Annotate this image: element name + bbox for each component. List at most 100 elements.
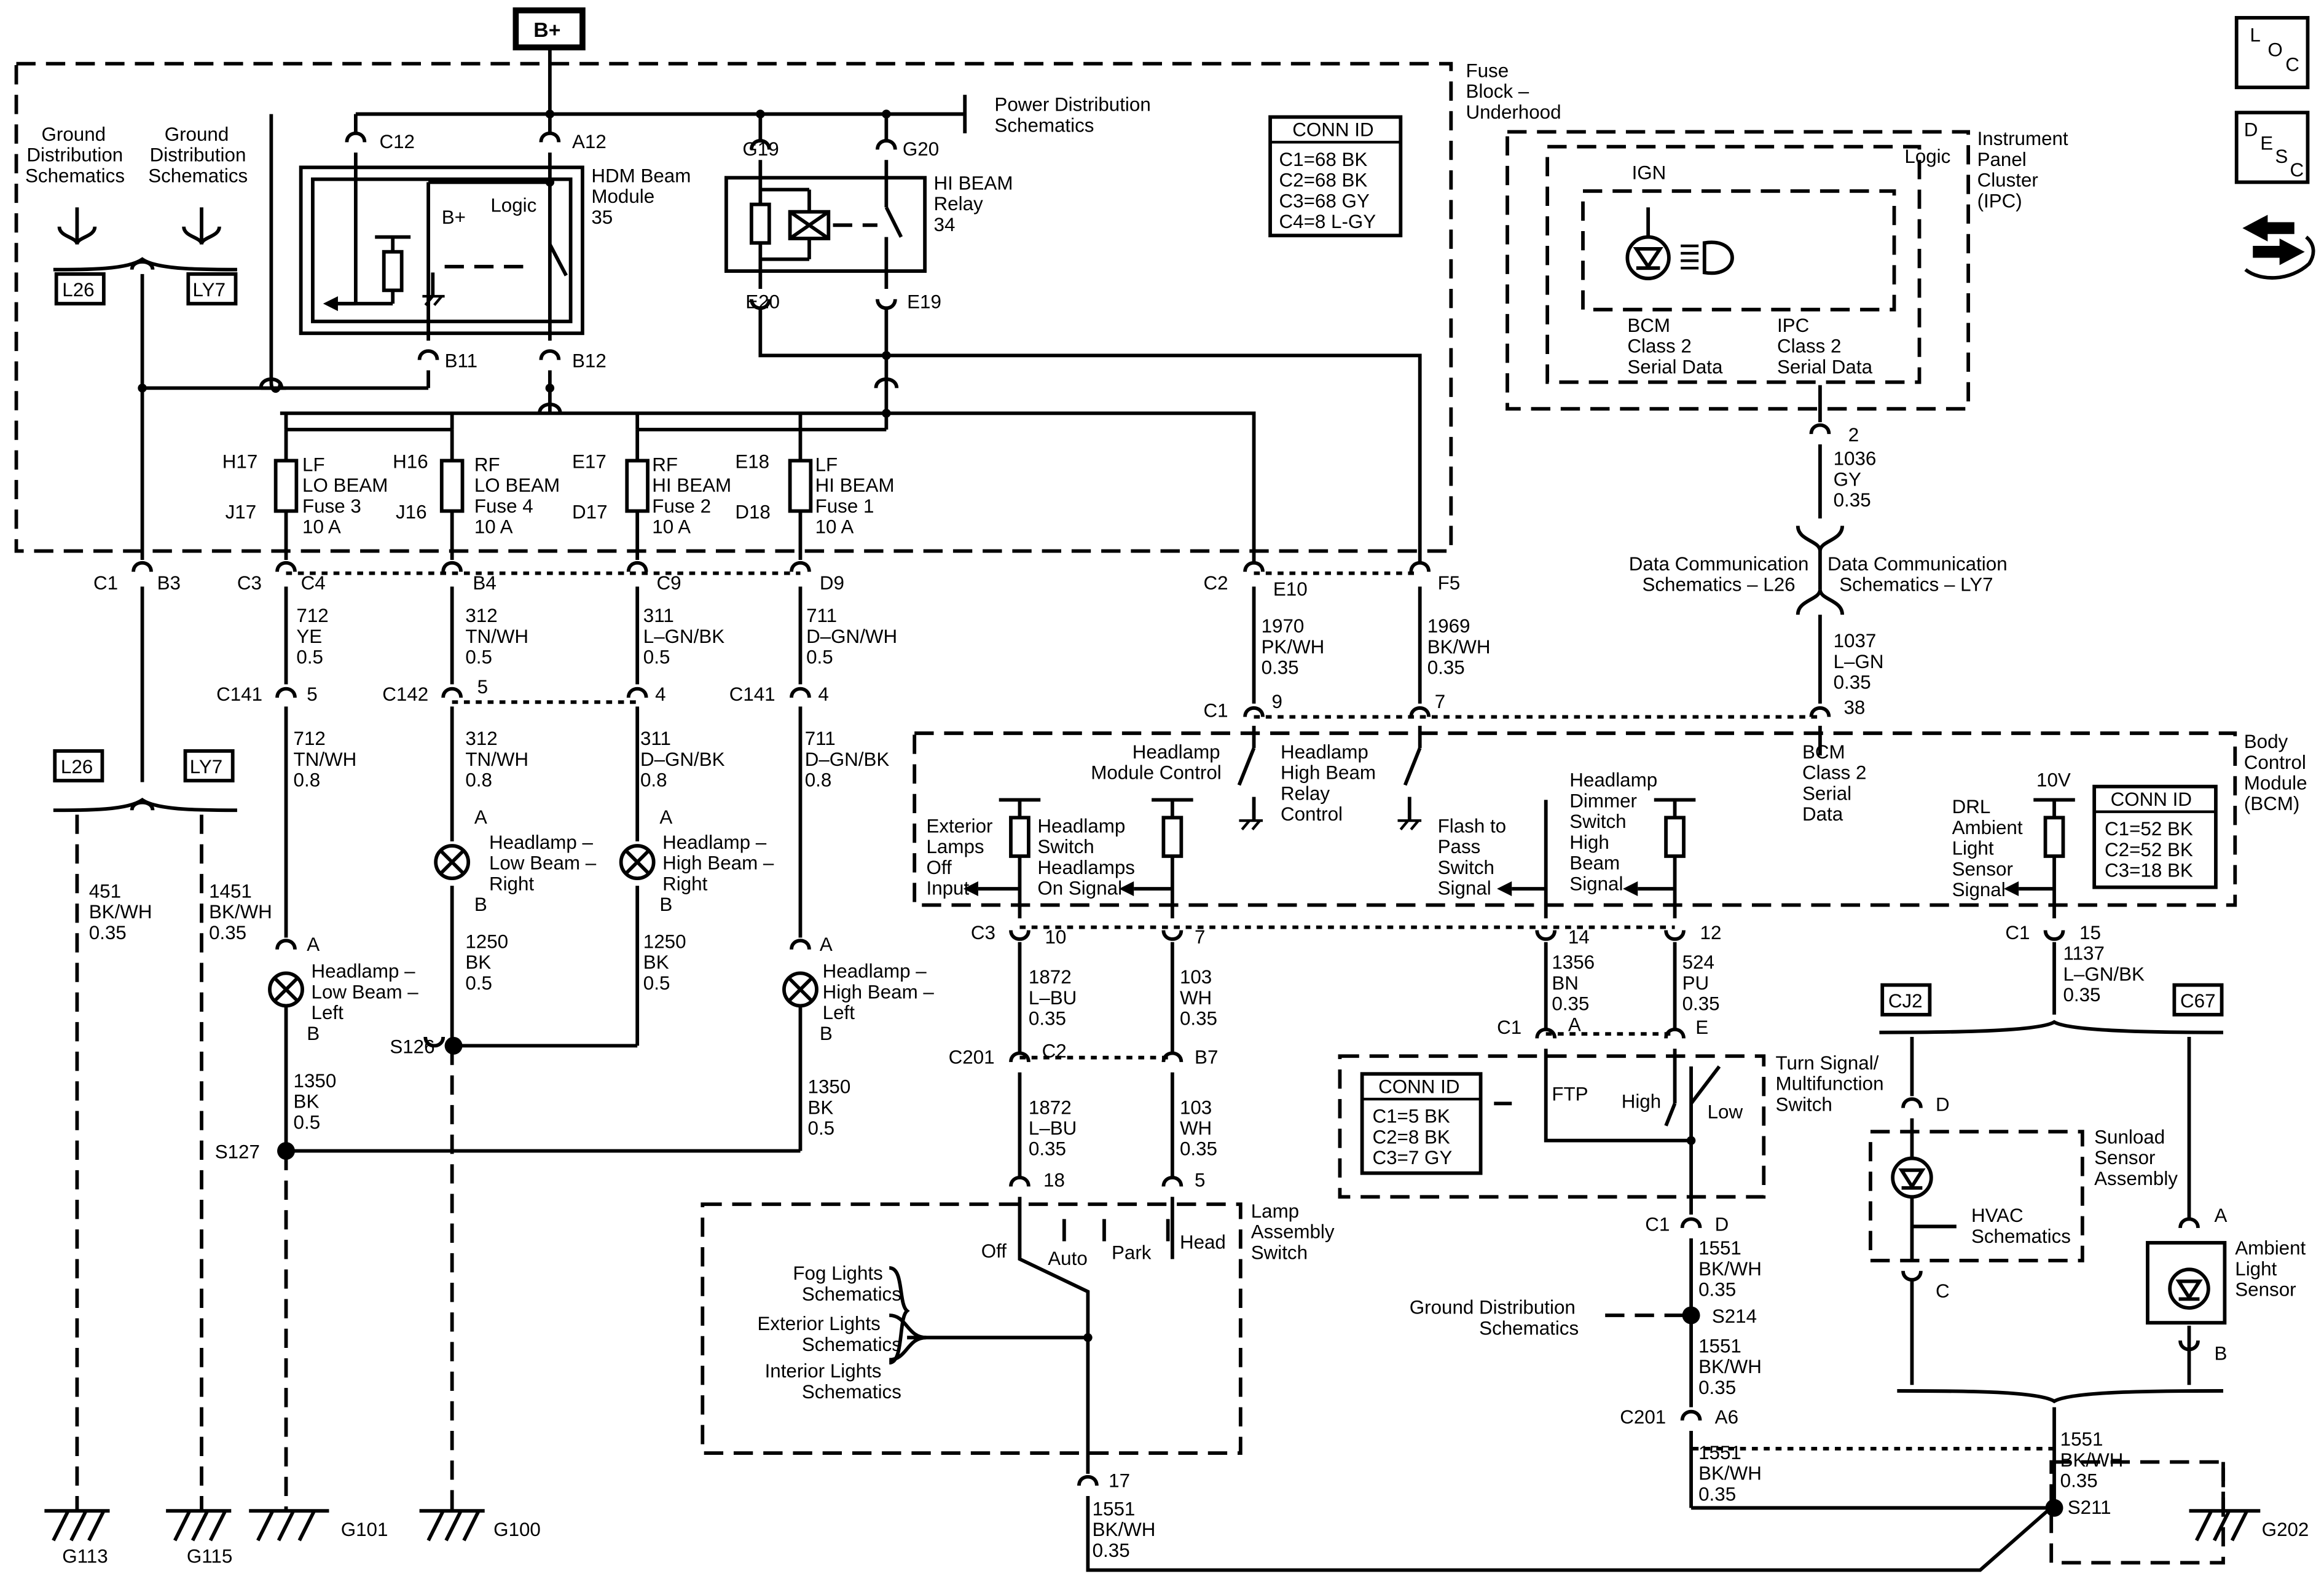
diagram-label: Module <box>2244 773 2307 794</box>
diagram-label: L26 <box>62 279 94 301</box>
diagram-label: Data Communication <box>1827 553 2008 575</box>
diagram-label: 0.35 <box>1698 1377 1736 1398</box>
lamp-bulb-icon <box>268 971 304 1008</box>
diagram-label: 0.8 <box>294 770 321 791</box>
diagram-label: 0.35 <box>1427 657 1465 679</box>
ipc-outline <box>1505 130 1971 411</box>
diagram-label: C141 <box>729 683 775 705</box>
diagram-label: Headlamp – <box>823 961 927 982</box>
hdm-module-outer <box>299 165 584 336</box>
diagram-label: Fuse 3 <box>302 495 361 517</box>
diagram-label: A <box>1568 1014 1581 1035</box>
diagram-label: D <box>2244 119 2258 141</box>
diagram-label: 0.5 <box>294 1111 321 1133</box>
diagram-label: Pass <box>1438 836 1481 857</box>
diagram-label: 0.35 <box>1834 489 1871 511</box>
diagram-label: 0.35 <box>1029 1008 1066 1030</box>
loc-box[interactable] <box>2234 16 2310 90</box>
diagram-label: 7 <box>1195 926 1205 948</box>
diagram-label: Lamps <box>926 836 984 857</box>
wrench-arrows-icon[interactable] <box>2242 215 2315 280</box>
diagram-label: Left <box>823 1002 855 1023</box>
diagram-label: G115 <box>187 1546 232 1567</box>
diagram-label: Low <box>1708 1101 1743 1123</box>
ground-icon <box>249 1509 329 1542</box>
diagram-label: 0.5 <box>643 647 670 668</box>
diagram-label: 15 <box>2079 922 2101 943</box>
ipc-logic-outline <box>1545 144 1922 384</box>
diagram-label: 4 <box>655 683 665 705</box>
fuses <box>273 459 813 513</box>
diagram-label: C1=5 BK <box>1373 1106 1450 1127</box>
diagram-label: C4=8 L-GY <box>1279 211 1376 232</box>
diagram-label: BK/WH <box>1698 1258 1762 1280</box>
resistor-icon <box>1664 816 1686 858</box>
diagram-label: Body <box>2244 731 2288 752</box>
diagram-label: 1036 <box>1834 448 1877 470</box>
diagram-label: C12 <box>379 131 415 152</box>
diagram-label: 1969 <box>1427 615 1470 637</box>
diagram-label: BK <box>465 951 491 973</box>
diagram-label: D–GN/BK <box>805 749 890 770</box>
diagram-label: BK/WH <box>209 901 272 923</box>
diagram-label: C9 <box>657 572 681 594</box>
diagram-label: C1 <box>1497 1017 1521 1038</box>
diagram-label: L–GN <box>1834 651 1884 672</box>
diagram-label: Ground <box>165 124 229 145</box>
diagram-label: C1 <box>1645 1214 1670 1235</box>
desc-box[interactable] <box>2234 111 2310 184</box>
diagram-label: E10 <box>1273 578 1308 600</box>
diagram-label: B <box>307 1023 320 1044</box>
diagram-label: 103 <box>1180 1097 1212 1118</box>
diagram-label: 0.8 <box>465 770 492 791</box>
led-icon <box>1625 207 1671 280</box>
diagram-label: B4 <box>473 572 496 594</box>
diagram-label: A <box>820 934 833 955</box>
diagram-label: A <box>2215 1205 2228 1226</box>
diagram-label: Headlamp – <box>662 832 767 853</box>
diagram-label: Underhood <box>1466 101 1561 123</box>
diagram-label: Switch <box>1776 1093 1832 1115</box>
conn-id-fuse-box <box>1268 115 1403 238</box>
diagram-label: E <box>1695 1017 1708 1038</box>
diagram-label: 1350 <box>294 1070 337 1092</box>
diagram-label: Logic <box>1904 146 1950 167</box>
diagram-label: IPC <box>1777 315 1809 336</box>
diagram-label: High <box>1622 1091 1661 1112</box>
diagram-label: TN/WH <box>465 626 528 647</box>
headlamp-icon <box>1681 240 1734 275</box>
diagram-label: B12 <box>572 350 607 372</box>
diagram-label: Beam <box>1569 853 1620 874</box>
lamps <box>268 844 819 1008</box>
diagram-label: 1872 <box>1029 966 1072 988</box>
diagram-label: C <box>2290 159 2304 181</box>
diagram-label: B <box>2215 1342 2228 1364</box>
diagram-label: Module Control <box>1091 762 1222 784</box>
light-sensor-icon <box>2168 1267 2210 1310</box>
diagram-label: BK/WH <box>1698 1463 1762 1484</box>
diagram-label: Light <box>1952 838 1994 859</box>
diagram-label: BK/WH <box>2060 1449 2124 1471</box>
diagram-label: 38 <box>1844 697 1866 719</box>
diagram-label: 10 <box>1045 926 1066 948</box>
diagram-label: 0.5 <box>465 647 492 668</box>
diagram-label: Left <box>312 1002 344 1023</box>
diagram-label: L–GN/BK <box>643 626 724 647</box>
diagram-label: D–GN/BK <box>640 749 725 770</box>
diagram-label: Sensor <box>1952 858 2013 880</box>
diagram-label: HI BEAM <box>815 474 895 496</box>
diagram-label: C3=7 GY <box>1373 1147 1453 1168</box>
diagram-label: Low Beam – <box>489 853 597 874</box>
diagram-label: B <box>659 894 672 915</box>
diagram-label: S126 <box>390 1036 434 1057</box>
diagram-label: Ground Distribution <box>1410 1297 1576 1318</box>
diagram-label: Exterior <box>926 815 992 837</box>
diagram-label: 35 <box>591 207 613 228</box>
diagram-label: 1551 <box>1698 1335 1741 1357</box>
diagram-label: 12 <box>1700 922 1722 943</box>
diagram-label: BK <box>294 1091 320 1112</box>
diagram-label: J17 <box>226 501 257 522</box>
diagram-label: 0.35 <box>1093 1540 1130 1561</box>
turn-signal-outline <box>1338 1054 1766 1199</box>
